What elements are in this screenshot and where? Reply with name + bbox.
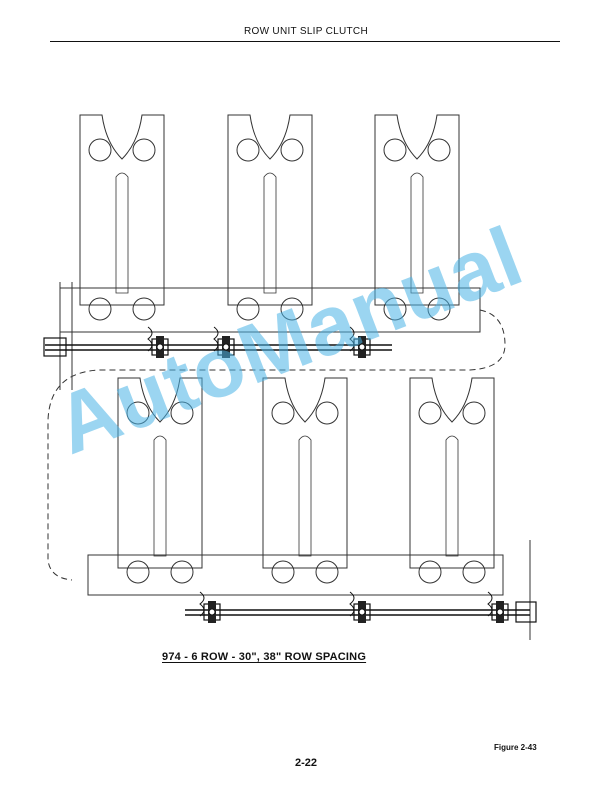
bottom-row-units (87, 377, 531, 640)
row-unit-5 (262, 377, 348, 584)
transfer-chain-path (47, 309, 506, 581)
page-number: 2-22 (294, 757, 318, 769)
bottom-clutch-1 (199, 591, 221, 624)
figure-caption: 974 - 6 ROW - 30", 38" ROW SPACING (162, 651, 367, 663)
figure-label: Figure 2-43 (494, 743, 537, 752)
page-header-title: ROW UNIT SLIP CLUTCH (244, 26, 368, 37)
row-unit-1 (79, 114, 165, 321)
header-rule (50, 41, 560, 42)
top-drive-shaft (43, 326, 392, 359)
bottom-clutch-3 (487, 591, 509, 624)
bottom-drive-shaft (185, 591, 537, 624)
bottom-frame-bar (87, 554, 504, 596)
bottom-clutch-2 (349, 591, 371, 624)
row-unit-6 (409, 377, 495, 584)
